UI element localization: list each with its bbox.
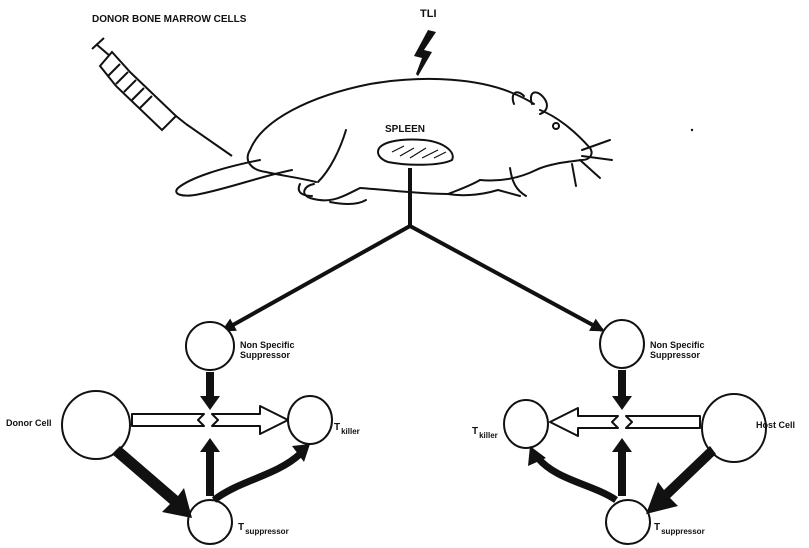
left-suppressor-to-killer-arrow: [214, 444, 310, 500]
right-t-suppressor-sub: suppressor: [661, 527, 705, 536]
spleen-label: SPLEEN: [385, 124, 425, 136]
donor-bone-marrow-label: DONOR BONE MARROW CELLS: [92, 14, 246, 26]
right-killer-cell: [504, 400, 548, 448]
right-nonspecific-suppressor-cell: [600, 320, 644, 368]
host-cell-label: Host Cell: [756, 420, 795, 430]
right-nonspecific-label: Non Specific Suppressor: [650, 340, 705, 361]
left-black-arrow-donor-to-suppressor: [112, 446, 192, 518]
left-nonspecific-line1: Non Specific: [240, 340, 295, 350]
left-t-suppressor-label: Tsuppressor: [238, 522, 289, 534]
left-t-suppressor-sub: suppressor: [245, 527, 289, 536]
spleen-shape: [378, 140, 453, 165]
right-suppressor-up-arrow: [612, 438, 632, 496]
left-nonspecific-label: Non Specific Suppressor: [240, 340, 295, 361]
donor-cell-label: Donor Cell: [6, 418, 52, 428]
right-nonspecific-line2: Suppressor: [650, 350, 705, 360]
left-killer-cell: [288, 396, 332, 444]
left-hollow-arrow-donor-to-killer: [132, 406, 288, 434]
left-t-killer-prefix: T: [334, 422, 340, 433]
speck-dot: [691, 129, 693, 131]
right-suppressor-down-arrow: [612, 370, 632, 410]
syringe-icon: [92, 38, 232, 156]
left-nonspecific-line2: Suppressor: [240, 350, 295, 360]
left-t-killer-label: Tkiller: [334, 422, 360, 434]
right-t-killer-label: Tkiller: [472, 426, 498, 438]
left-nonspecific-suppressor-cell: [186, 322, 234, 370]
left-suppressor-cell: [188, 500, 232, 544]
left-t-suppressor-prefix: T: [238, 522, 244, 533]
right-t-killer-prefix: T: [472, 426, 478, 437]
right-suppressor-cell: [606, 500, 650, 544]
right-t-suppressor-label: Tsuppressor: [654, 522, 705, 534]
tli-label: TLI: [420, 8, 437, 21]
right-suppressor-to-killer-arrow: [528, 446, 616, 500]
right-nonspecific-line1: Non Specific: [650, 340, 705, 350]
lightning-bolt-icon: [414, 30, 436, 76]
left-suppressor-up-arrow: [200, 438, 220, 496]
left-suppressor-down-arrow: [200, 372, 220, 410]
right-hollow-arrow-host-to-killer: [550, 408, 700, 436]
right-t-suppressor-prefix: T: [654, 522, 660, 533]
left-t-killer-sub: killer: [341, 427, 360, 436]
right-t-killer-sub: killer: [479, 431, 498, 440]
right-black-arrow-host-to-suppressor: [646, 446, 716, 514]
